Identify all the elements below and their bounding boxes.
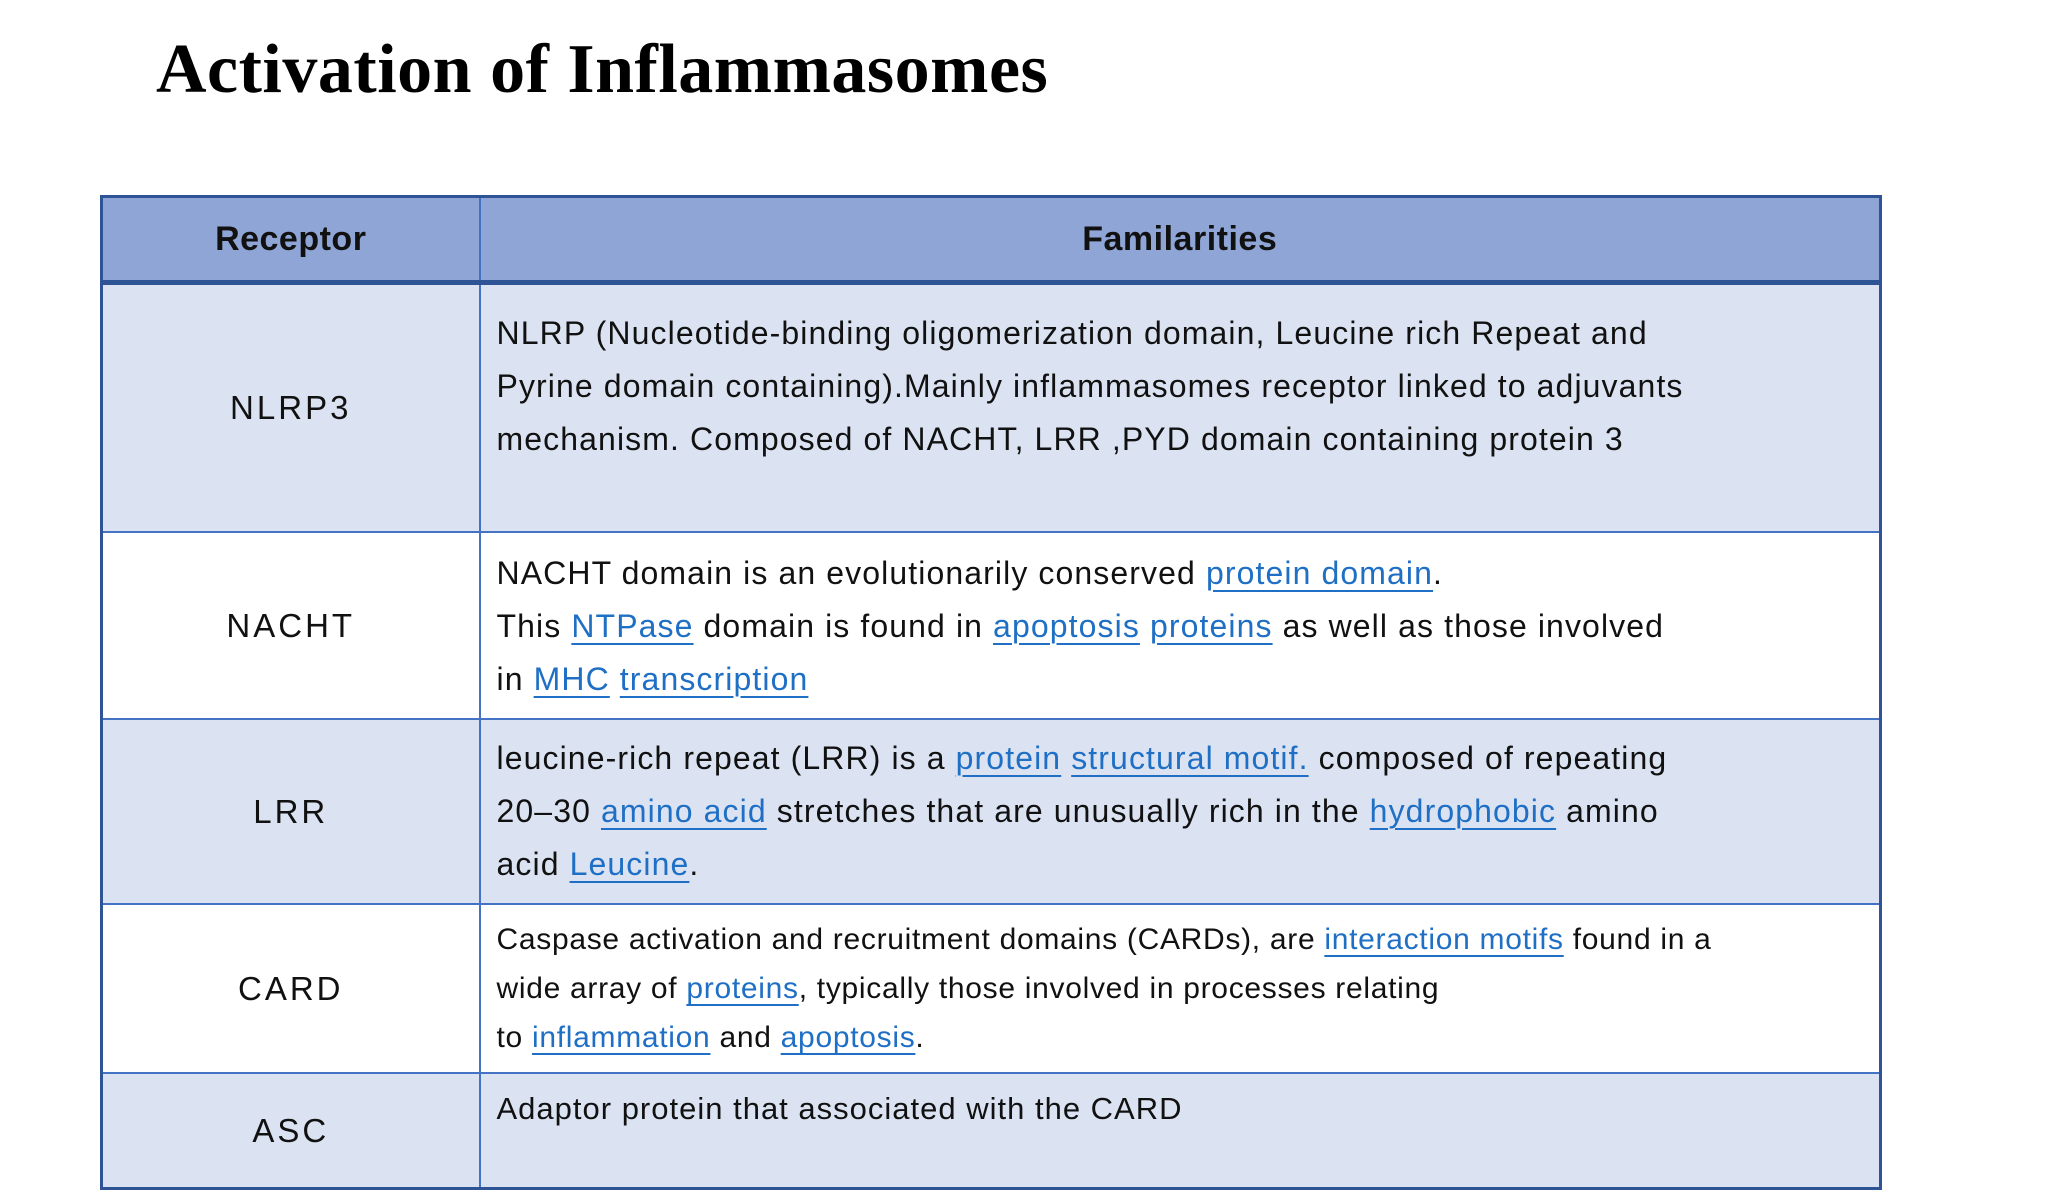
hyperlink-protein[interactable]: protein	[955, 740, 1062, 776]
text-run: and	[710, 1021, 781, 1054]
description-cell-lrr: leucine-rich repeat (LRR) is a protein s…	[478, 718, 1882, 905]
column-header-familarities: Familarities	[478, 195, 1882, 285]
text-run: stretches that are unusually rich in the	[766, 793, 1370, 829]
text-run: amino	[1556, 793, 1659, 829]
description-line: mechanism. Composed of NACHT, LRR ,PYD d…	[497, 413, 1860, 466]
description-line: acid Leucine.	[497, 838, 1860, 891]
description-line: NLRP (Nucleotide-binding oligomerization…	[497, 307, 1860, 360]
text-run: as well as those involved	[1272, 608, 1665, 644]
text-run: mechanism. Composed of NACHT, LRR ,PYD d…	[496, 421, 1624, 457]
inflammasome-table: Receptor Familarities NLRP3 NLRP (Nucleot…	[100, 195, 1882, 1190]
text-run: NLRP (Nucleotide-binding oligomerization…	[496, 315, 1648, 351]
text-run: .	[1433, 555, 1444, 591]
text-run: Adaptor protein that associated with the…	[496, 1091, 1183, 1126]
description-cell-card: Caspase activation and recruitment domai…	[478, 903, 1882, 1074]
receptor-cell-nlrp3: NLRP3	[100, 281, 481, 533]
page-title: Activation of Inflammasomes	[156, 31, 1049, 108]
text-run: composed of repeating	[1308, 740, 1668, 776]
description-cell-asc: Adaptor protein that associated with the…	[478, 1072, 1882, 1190]
hyperlink-ntpase[interactable]: NTPase	[571, 608, 694, 644]
text-run: domain is found in	[693, 608, 994, 644]
receptor-cell-nacht: NACHT	[100, 531, 481, 720]
hyperlink-inflammation[interactable]: inflammation	[531, 1021, 711, 1054]
description-line: 20–30 amino acid stretches that are unus…	[497, 785, 1860, 838]
text-run: in	[496, 661, 534, 697]
text-run: NACHT domain is an evolutionarily conser…	[496, 555, 1206, 591]
description-line: leucine-rich repeat (LRR) is a protein s…	[497, 732, 1860, 785]
description-line: in MHC transcription	[497, 653, 1860, 706]
text-run: This	[496, 608, 572, 644]
text-run: .	[689, 846, 700, 882]
text-run: 20–30	[496, 793, 601, 829]
hyperlink-interaction-motifs[interactable]: interaction motifs	[1324, 923, 1564, 956]
description-line: to inflammation and apoptosis.	[497, 1013, 1860, 1062]
table-row-asc: ASC Adaptor protein that associated with …	[100, 1072, 1882, 1190]
receptor-cell-asc: ASC	[100, 1072, 481, 1190]
text-run: Pyrine domain containing).Mainly inflamm…	[496, 368, 1684, 404]
hyperlink-amino-acid[interactable]: amino acid	[600, 793, 767, 829]
column-header-receptor: Receptor	[100, 195, 481, 285]
text-run: leucine-rich repeat (LRR) is a	[496, 740, 956, 776]
text-run: Caspase activation and recruitment domai…	[496, 923, 1325, 956]
text-run: to	[496, 1021, 532, 1054]
hyperlink-mhc[interactable]: MHC	[533, 661, 610, 697]
table-header-row: Receptor Familarities	[100, 195, 1882, 285]
hyperlink-transcription[interactable]: transcription	[619, 661, 809, 697]
description-line: Caspase activation and recruitment domai…	[497, 915, 1860, 964]
text-run: found in a	[1563, 923, 1712, 956]
description-cell-nacht: NACHT domain is an evolutionarily conser…	[478, 531, 1882, 720]
text-run	[610, 661, 620, 697]
text-run	[1140, 608, 1150, 644]
description-line: Adaptor protein that associated with the…	[497, 1084, 1860, 1134]
description-cell-nlrp3: NLRP (Nucleotide-binding oligomerization…	[478, 281, 1882, 533]
hyperlink-proteins[interactable]: proteins	[1149, 608, 1273, 644]
hyperlink-proteins[interactable]: proteins	[686, 972, 799, 1005]
receptor-cell-card: CARD	[100, 903, 481, 1074]
hyperlink-hydrophobic[interactable]: hydrophobic	[1369, 793, 1557, 829]
description-line: wide array of proteins, typically those …	[497, 964, 1860, 1013]
table-row-lrr: LRR leucine-rich repeat (LRR) is a protei…	[100, 718, 1882, 905]
text-run: wide array of	[496, 972, 687, 1005]
hyperlink-protein-domain[interactable]: protein domain	[1205, 555, 1434, 591]
text-run: , typically those involved in processes …	[798, 972, 1440, 1005]
hyperlink-leucine[interactable]: Leucine	[569, 846, 690, 882]
text-run: acid	[496, 846, 570, 882]
table-row-card: CARD Caspase activation and recruitment d…	[100, 903, 1882, 1074]
description-line: Pyrine domain containing).Mainly inflamm…	[497, 360, 1860, 413]
table-row-nacht: NACHT NACHT domain is an evolutionarily c…	[100, 531, 1882, 720]
text-run	[1061, 740, 1071, 776]
description-line: This NTPase domain is found in apoptosis…	[497, 600, 1860, 653]
hyperlink-structural-motif[interactable]: structural motif.	[1071, 740, 1309, 776]
description-line: NACHT domain is an evolutionarily conser…	[497, 547, 1860, 600]
receptor-cell-lrr: LRR	[100, 718, 481, 905]
text-run: .	[915, 1021, 925, 1054]
hyperlink-apoptosis[interactable]: apoptosis	[993, 608, 1140, 644]
hyperlink-apoptosis[interactable]: apoptosis	[780, 1021, 916, 1054]
table-row-nlrp3: NLRP3 NLRP (Nucleotide-binding oligomeriz…	[100, 281, 1882, 533]
